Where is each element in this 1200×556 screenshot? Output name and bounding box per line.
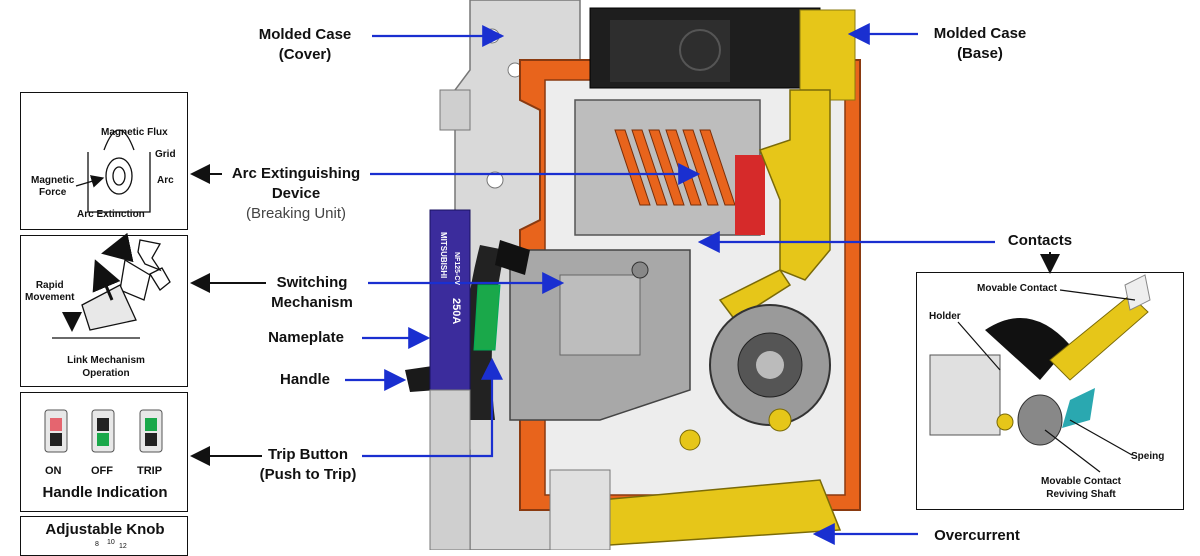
arc-inset-drawing: [75, 129, 151, 213]
arc-inset-grid: Grid: [155, 149, 176, 160]
knob-scale-8: 8: [95, 541, 99, 548]
handle-shape: [405, 240, 530, 420]
nameplate-brand: MITSUBISHI: [439, 232, 448, 279]
label-overcurrent: Overcurrent: [934, 527, 1020, 544]
label-arc-extinguishing-device: Arc Extinguishing Device (Breaking Unit): [231, 165, 361, 222]
handle-indication-inset: ON OFF TRIP Handle Indication: [20, 392, 188, 512]
top-terminal-block: [589, 7, 856, 101]
handle-switch-drawings: [44, 409, 163, 453]
trip-dial-shape: [679, 304, 831, 451]
contact-inset-spring: Speing: [1131, 451, 1165, 462]
knob-inset-title: Adjustable Knob: [45, 521, 165, 538]
knob-scale-12: 12: [119, 543, 127, 550]
handle-inset-title: Handle Indication: [42, 484, 168, 501]
arc-inset-title: Arc Extinction: [77, 209, 145, 220]
label-handle: Handle: [279, 371, 330, 388]
arc-inset-arc: Arc: [157, 175, 174, 186]
nameplate-shape: [429, 209, 471, 391]
adjustable-knob-inset: Adjustable Knob 8 10 12: [20, 516, 188, 556]
contact-inset-holder: Holder: [929, 311, 961, 322]
label-nameplate: Nameplate: [268, 329, 344, 346]
label-trip-button: Trip Button(Push to Trip): [259, 446, 357, 483]
contacts-inset: Movable Contact Holder Speing Movable Co…: [916, 272, 1184, 510]
label-molded-case-cover: Molded Case(Cover): [258, 26, 352, 63]
label-molded-case-base: Molded Case(Base): [933, 25, 1027, 62]
lower-case-shape: [429, 389, 611, 550]
handle-state-trip: TRIP: [137, 465, 163, 477]
handle-state-on: ON: [45, 465, 62, 477]
arc-grid-shape: [574, 99, 765, 236]
busbar-shape: [599, 89, 842, 546]
link-inset-drawing: [52, 232, 171, 339]
label-contacts: Contacts: [1007, 232, 1073, 249]
nameplate-rating: 250A: [450, 298, 462, 325]
knob-scale-10: 10: [107, 539, 115, 546]
inset-arrows: [190, 164, 1060, 466]
handle-state-off: OFF: [91, 465, 113, 477]
contact-inset-drawing: [929, 274, 1151, 473]
callout-arrows: [345, 23, 995, 545]
mechanism-shape: [509, 249, 691, 421]
nameplate-model: NF125-CV: [453, 252, 460, 286]
contact-inset-movable-contact: Movable Contact: [977, 283, 1058, 294]
arc-inset-magnetic-flux: Magnetic Flux: [101, 127, 168, 138]
